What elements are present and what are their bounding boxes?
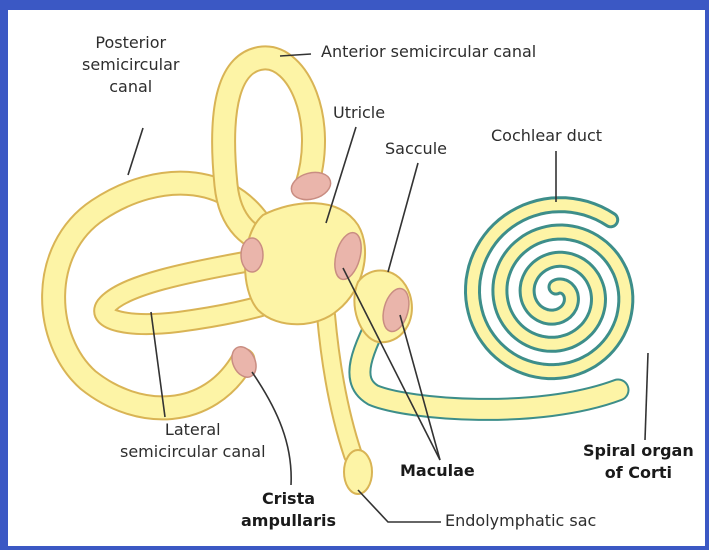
leader-spiral-organ bbox=[645, 353, 648, 440]
anterior-canal-label: Anterior semicircular canal bbox=[321, 41, 536, 63]
crista-label: Crista ampullaris bbox=[241, 488, 336, 532]
leader-saccule bbox=[388, 163, 418, 272]
maculae-label: Maculae bbox=[400, 460, 475, 482]
endolymphatic-duct-fill bbox=[326, 315, 353, 455]
leader-endolymphatic-sac bbox=[358, 490, 441, 522]
leader-posterior-canal bbox=[128, 128, 143, 175]
posterior-canal-label: Posterior semicircular canal bbox=[82, 32, 179, 98]
utricle-label: Utricle bbox=[333, 102, 385, 124]
spiral-organ-label: Spiral organ of Corti bbox=[583, 440, 694, 484]
leader-maculae-2 bbox=[400, 315, 440, 460]
endolymphatic-sac bbox=[344, 450, 372, 494]
lateral-canal-label: Lateral semicircular canal bbox=[120, 419, 266, 463]
endolymphatic-sac-label: Endolymphatic sac bbox=[445, 510, 596, 532]
cochlear-duct-label: Cochlear duct bbox=[491, 125, 602, 147]
saccule-label: Saccule bbox=[385, 138, 447, 160]
cochlear-duct-spiral bbox=[473, 205, 626, 372]
crista-posterior bbox=[241, 238, 263, 272]
crista-anterior bbox=[288, 168, 333, 203]
